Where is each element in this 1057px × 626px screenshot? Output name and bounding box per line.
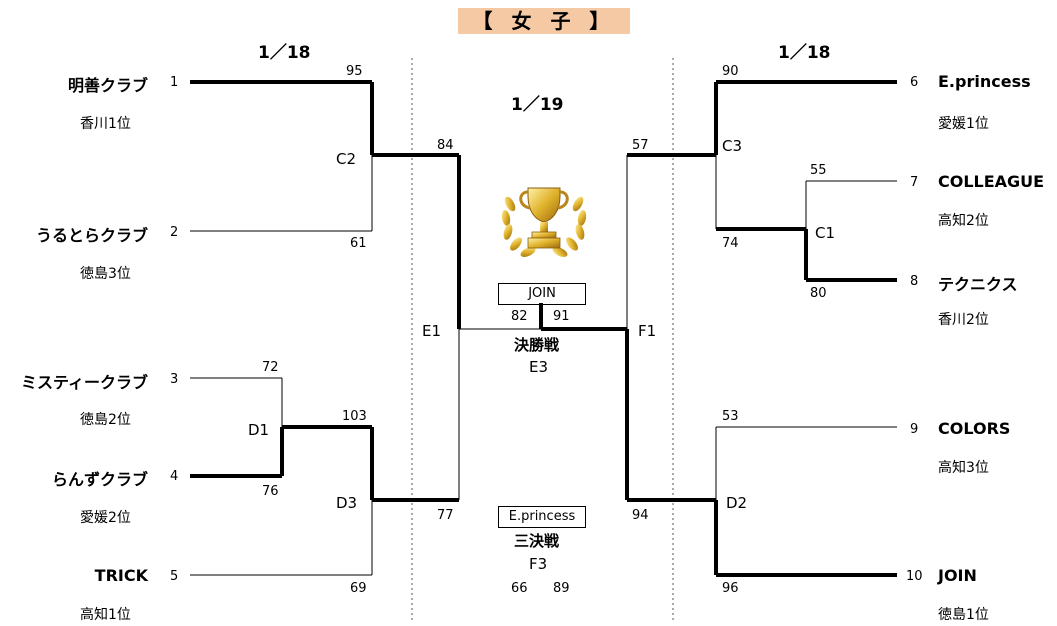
final-winner-box: JOIN (498, 283, 586, 305)
team-name-8: テクニクス (938, 275, 1018, 294)
score-d2-bottom: 96 (722, 581, 739, 596)
team-name-5: TRICK (94, 566, 148, 585)
score-c1-top: 55 (810, 163, 827, 178)
team-rank-2: 徳島3位 (80, 266, 131, 282)
code-e1: E1 (422, 322, 442, 340)
team-name-3: ミスティークラブ (20, 373, 148, 392)
team-seed-10: 10 (906, 569, 923, 584)
code-c1: C1 (815, 224, 836, 242)
team-seed-5: 5 (170, 569, 179, 584)
team-seed-1: 1 (170, 75, 179, 90)
final-code: E3 (529, 358, 549, 376)
team-rank-7: 高知2位 (938, 213, 989, 229)
final-left-score: 82 (511, 309, 528, 324)
score-d3-bottom: 69 (350, 581, 367, 596)
left-date: 1／18 (258, 43, 311, 63)
code-c2: C2 (336, 150, 357, 168)
score-c2-top: 95 (346, 64, 363, 79)
score-d3-top: 103 (342, 409, 367, 424)
team-rank-1: 香川1位 (80, 116, 131, 132)
team-name-6: E.princess (938, 72, 1031, 91)
score-e1-bottom: 77 (437, 508, 454, 523)
third-label: 三決戦 (514, 532, 560, 550)
bracket-title: 【 女 子 】 (458, 8, 630, 34)
code-d2: D2 (726, 494, 748, 512)
score-c3-top: 90 (722, 64, 739, 79)
final-label: 決勝戦 (514, 336, 560, 354)
right-date: 1／18 (778, 43, 831, 63)
final-date: 1／19 (511, 95, 564, 115)
code-d1: D1 (248, 421, 270, 439)
team-name-4: らんずクラブ (51, 470, 148, 489)
team-rank-10: 徳島1位 (938, 607, 989, 623)
final-right-score: 91 (553, 309, 570, 324)
team-rank-5: 高知1位 (80, 607, 131, 623)
score-c2-bottom: 61 (350, 236, 367, 251)
team-rank-6: 愛媛1位 (938, 116, 989, 132)
score-c3-bottom: 74 (722, 236, 739, 251)
score-f1-bottom: 94 (632, 508, 649, 523)
team-name-1: 明善クラブ (67, 76, 148, 95)
team-name-10: JOIN (938, 566, 977, 585)
team-rank-3: 徳島2位 (80, 412, 131, 428)
score-c1-bottom: 80 (810, 286, 827, 301)
code-d3: D3 (336, 494, 358, 512)
team-rank-9: 高知3位 (938, 460, 989, 476)
third-code: F3 (529, 555, 548, 573)
code-f1: F1 (638, 322, 657, 340)
third-right-score: 89 (553, 581, 570, 596)
team-seed-3: 3 (170, 372, 179, 387)
score-d2-top: 53 (722, 409, 739, 424)
score-f1-top: 57 (632, 138, 649, 153)
team-seed-6: 6 (910, 75, 919, 90)
team-seed-8: 8 (910, 274, 919, 289)
team-seed-4: 4 (170, 469, 179, 484)
team-rank-8: 香川2位 (938, 312, 989, 328)
team-rank-4: 愛媛2位 (80, 510, 131, 526)
team-seed-2: 2 (170, 225, 179, 240)
score-d1-top: 72 (262, 360, 279, 375)
third-left-score: 66 (511, 581, 528, 596)
team-name-7: COLLEAGUE (938, 172, 1045, 191)
team-name-9: COLORS (938, 419, 1011, 438)
trophy-with-laurel-icon (496, 176, 592, 264)
score-e1-top: 84 (437, 138, 454, 153)
score-d1-bottom: 76 (262, 484, 279, 499)
team-seed-7: 7 (910, 175, 919, 190)
team-name-2: うるとらクラブ (35, 226, 148, 245)
code-c3: C3 (722, 137, 743, 155)
team-seed-9: 9 (910, 422, 919, 437)
third-winner-box: E.princess (498, 506, 586, 528)
